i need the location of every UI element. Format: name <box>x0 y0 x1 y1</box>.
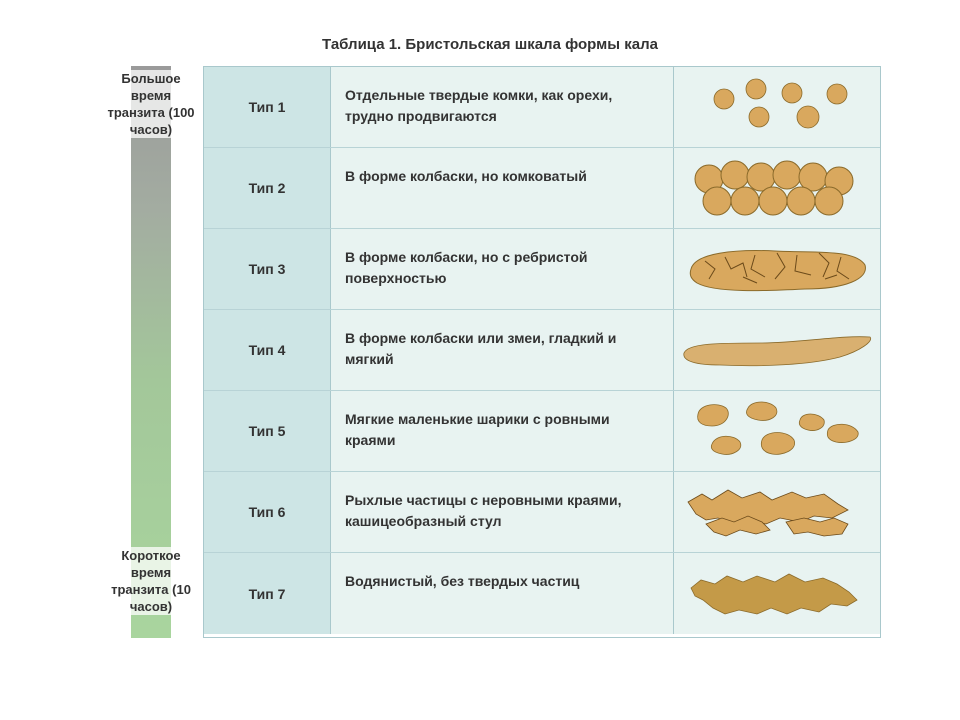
illustration-cell <box>674 148 880 228</box>
type-cell: Тип 7 <box>204 553 331 634</box>
table-row: Тип 3 В форме колбаски, но с ребристой п… <box>204 229 880 310</box>
type1-separate-lumps-icon <box>713 78 848 129</box>
transit-time-bar <box>131 66 171 638</box>
illustration-cell <box>674 310 880 390</box>
type3-cracked-sausage-icon <box>689 250 866 292</box>
type5-soft-blobs-icon <box>696 401 858 455</box>
type6-mushy-pieces-icon <box>687 489 849 537</box>
table-row: Тип 4 В форме колбаски или змеи, гладкий… <box>204 310 880 391</box>
type4-smooth-snake-icon <box>683 336 871 367</box>
type-cell: Тип 2 <box>204 148 331 228</box>
description-cell: Рыхлые частицы с неровными краями, кашиц… <box>331 472 674 552</box>
description-cell: Водянистый, без твердых частиц <box>331 553 674 634</box>
bristol-table: Тип 1 Отдельные твердые комки, как орехи… <box>203 66 881 638</box>
table-row: Тип 2 В форме колбаски, но комковатый <box>204 148 880 229</box>
table-row: Тип 5 Мягкие маленькие шарики с ровными … <box>204 391 880 472</box>
description-cell: В форме колбаски или змеи, гладкий и мяг… <box>331 310 674 390</box>
transit-bottom-label: Короткое время транзита (10 часов) <box>104 547 198 615</box>
description-cell: В форме колбаски, но комковатый <box>331 148 674 228</box>
type-cell: Тип 5 <box>204 391 331 471</box>
type2-lumpy-sausage-icon <box>694 160 854 216</box>
table-row: Тип 7 Водянистый, без твердых частиц <box>204 553 880 634</box>
description-cell: Отдельные твердые комки, как орехи, труд… <box>331 67 674 147</box>
illustration-cell <box>674 391 880 471</box>
table-title: Таблица 1. Бристольская шкала формы кала <box>322 36 658 53</box>
type-cell: Тип 4 <box>204 310 331 390</box>
illustration-cell <box>674 553 880 634</box>
table-row: Тип 6 Рыхлые частицы с неровными краями,… <box>204 472 880 553</box>
illustration-cell <box>674 229 880 309</box>
description-cell: В форме колбаски, но с ребристой поверхн… <box>331 229 674 309</box>
illustration-cell <box>674 67 880 147</box>
type7-watery-icon <box>689 573 858 614</box>
type-cell: Тип 6 <box>204 472 331 552</box>
type-cell: Тип 1 <box>204 67 331 147</box>
illustration-cell <box>674 472 880 552</box>
table-row: Тип 1 Отдельные твердые комки, как орехи… <box>204 67 880 148</box>
type-cell: Тип 3 <box>204 229 331 309</box>
description-cell: Мягкие маленькие шарики с ровными краями <box>331 391 674 471</box>
transit-top-label: Большое время транзита (100 часов) <box>104 70 198 138</box>
